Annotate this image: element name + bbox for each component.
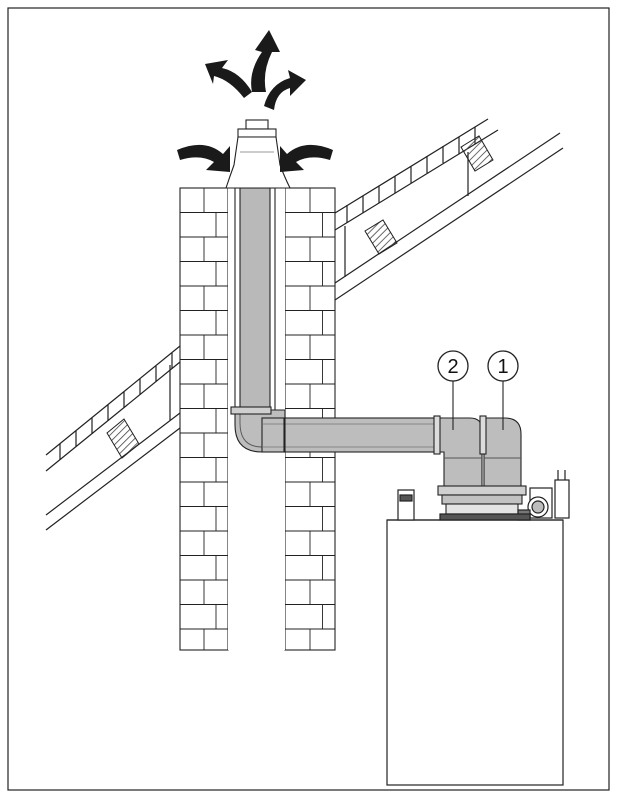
callout-1-label: 1 [497,356,508,378]
pipe-section-1 [479,415,522,496]
exhaust-arrow-left [205,60,252,98]
vertical-flue-pipe [234,187,276,413]
roof-insulation-right [364,135,494,255]
callout-2-label: 2 [447,356,458,378]
callout-1: 1 [487,350,519,430]
flue-adapter-collar [437,485,527,515]
boiler-unit [386,470,570,786]
exhaust-arrow-right [264,70,306,110]
air-flow-arrows [177,30,333,172]
pipe-section-2 [433,415,483,496]
exhaust-arrow-up [251,30,280,92]
horizontal-flue-pipe [261,417,443,453]
roof-insulation-left [106,418,140,459]
roof-left [45,345,181,531]
air-intake-arrow-left [177,144,230,172]
air-intake-arrow-right [280,144,333,172]
chimney-bricks-left [180,188,228,651]
chimney-wall-left [179,187,229,651]
callout-2: 2 [437,350,469,430]
